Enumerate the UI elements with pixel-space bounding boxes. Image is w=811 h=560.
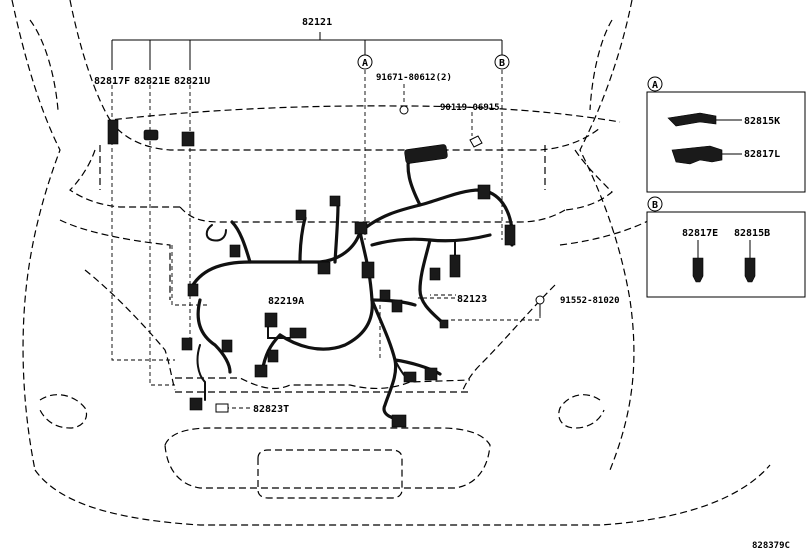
figure-id: 828379C (752, 541, 790, 551)
label-82821U: 82821U (174, 76, 210, 87)
label-82823T: 82823T (253, 404, 289, 415)
inset-a: A 82815K 82817L (646, 76, 806, 193)
label-82815B: 82815B (734, 228, 770, 239)
clip-82817L-shape (671, 145, 723, 165)
label-82821E: 82821E (134, 76, 170, 87)
label-82817L: 82817L (744, 149, 780, 160)
clip-82817E-shape (692, 257, 704, 283)
label-82815K: 82815K (744, 116, 780, 127)
part-labels: 82121 82817F 82821E 82821U 91671-80612(2… (94, 14, 620, 415)
label-91552: 91552-81020 (560, 296, 620, 306)
svg-text:A: A (652, 80, 658, 91)
svg-text:B: B (499, 58, 505, 69)
svg-text:B: B (652, 200, 658, 211)
connectors (107, 105, 545, 428)
svg-text:A: A (362, 58, 368, 69)
label-82817E: 82817E (682, 228, 718, 239)
clip-82815B-shape (744, 257, 756, 283)
callout-b: B (494, 54, 510, 70)
label-82121: 82121 (302, 17, 332, 28)
label-91671: 91671-80612(2) (376, 73, 452, 83)
wire-harness (188, 146, 514, 421)
clip-82815K-shape (667, 112, 717, 127)
label-82123: 82123 (457, 294, 487, 305)
label-90119: 90119-06915 (440, 103, 500, 113)
vehicle-body-outline (11, 0, 771, 526)
label-82219A: 82219A (268, 296, 304, 307)
leader-lines (111, 32, 541, 409)
callout-a: A (357, 54, 373, 70)
label-82817F: 82817F (94, 76, 130, 87)
inset-b: B 82817E 82815B (646, 196, 806, 298)
